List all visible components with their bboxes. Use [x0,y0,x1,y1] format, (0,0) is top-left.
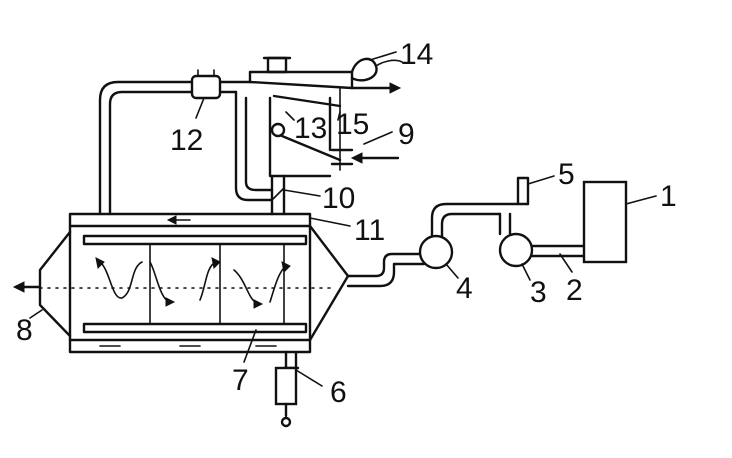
label-4: 4 [456,272,473,305]
control-valve [190,69,222,100]
storage-tank [582,180,628,264]
label-8: 8 [16,314,33,347]
label-7: 7 [232,364,249,397]
feed-line [346,176,530,288]
pump-3 [498,232,586,268]
label-12: 12 [170,124,203,157]
discharge-valve [274,350,300,428]
component-labels: 1 2 3 4 5 6 7 8 9 10 11 12 13 14 15 [16,38,677,409]
label-15: 15 [336,108,369,141]
leader-lines [29,51,657,387]
hood-separator [248,56,403,178]
label-2: 2 [566,274,583,307]
label-1: 1 [660,180,677,213]
dryer-vessel [38,212,350,354]
exhaust-outlet-arrow [12,281,42,293]
label-3: 3 [530,276,547,309]
pump-4 [418,234,454,270]
hood-to-vessel-connector [270,174,286,216]
label-13: 13 [294,112,327,145]
label-9: 9 [398,118,415,151]
label-11: 11 [354,214,385,247]
label-10: 10 [322,182,355,215]
label-6: 6 [330,376,347,409]
recirculation-pipe [98,80,274,216]
label-14: 14 [400,38,433,71]
label-5: 5 [558,158,575,191]
